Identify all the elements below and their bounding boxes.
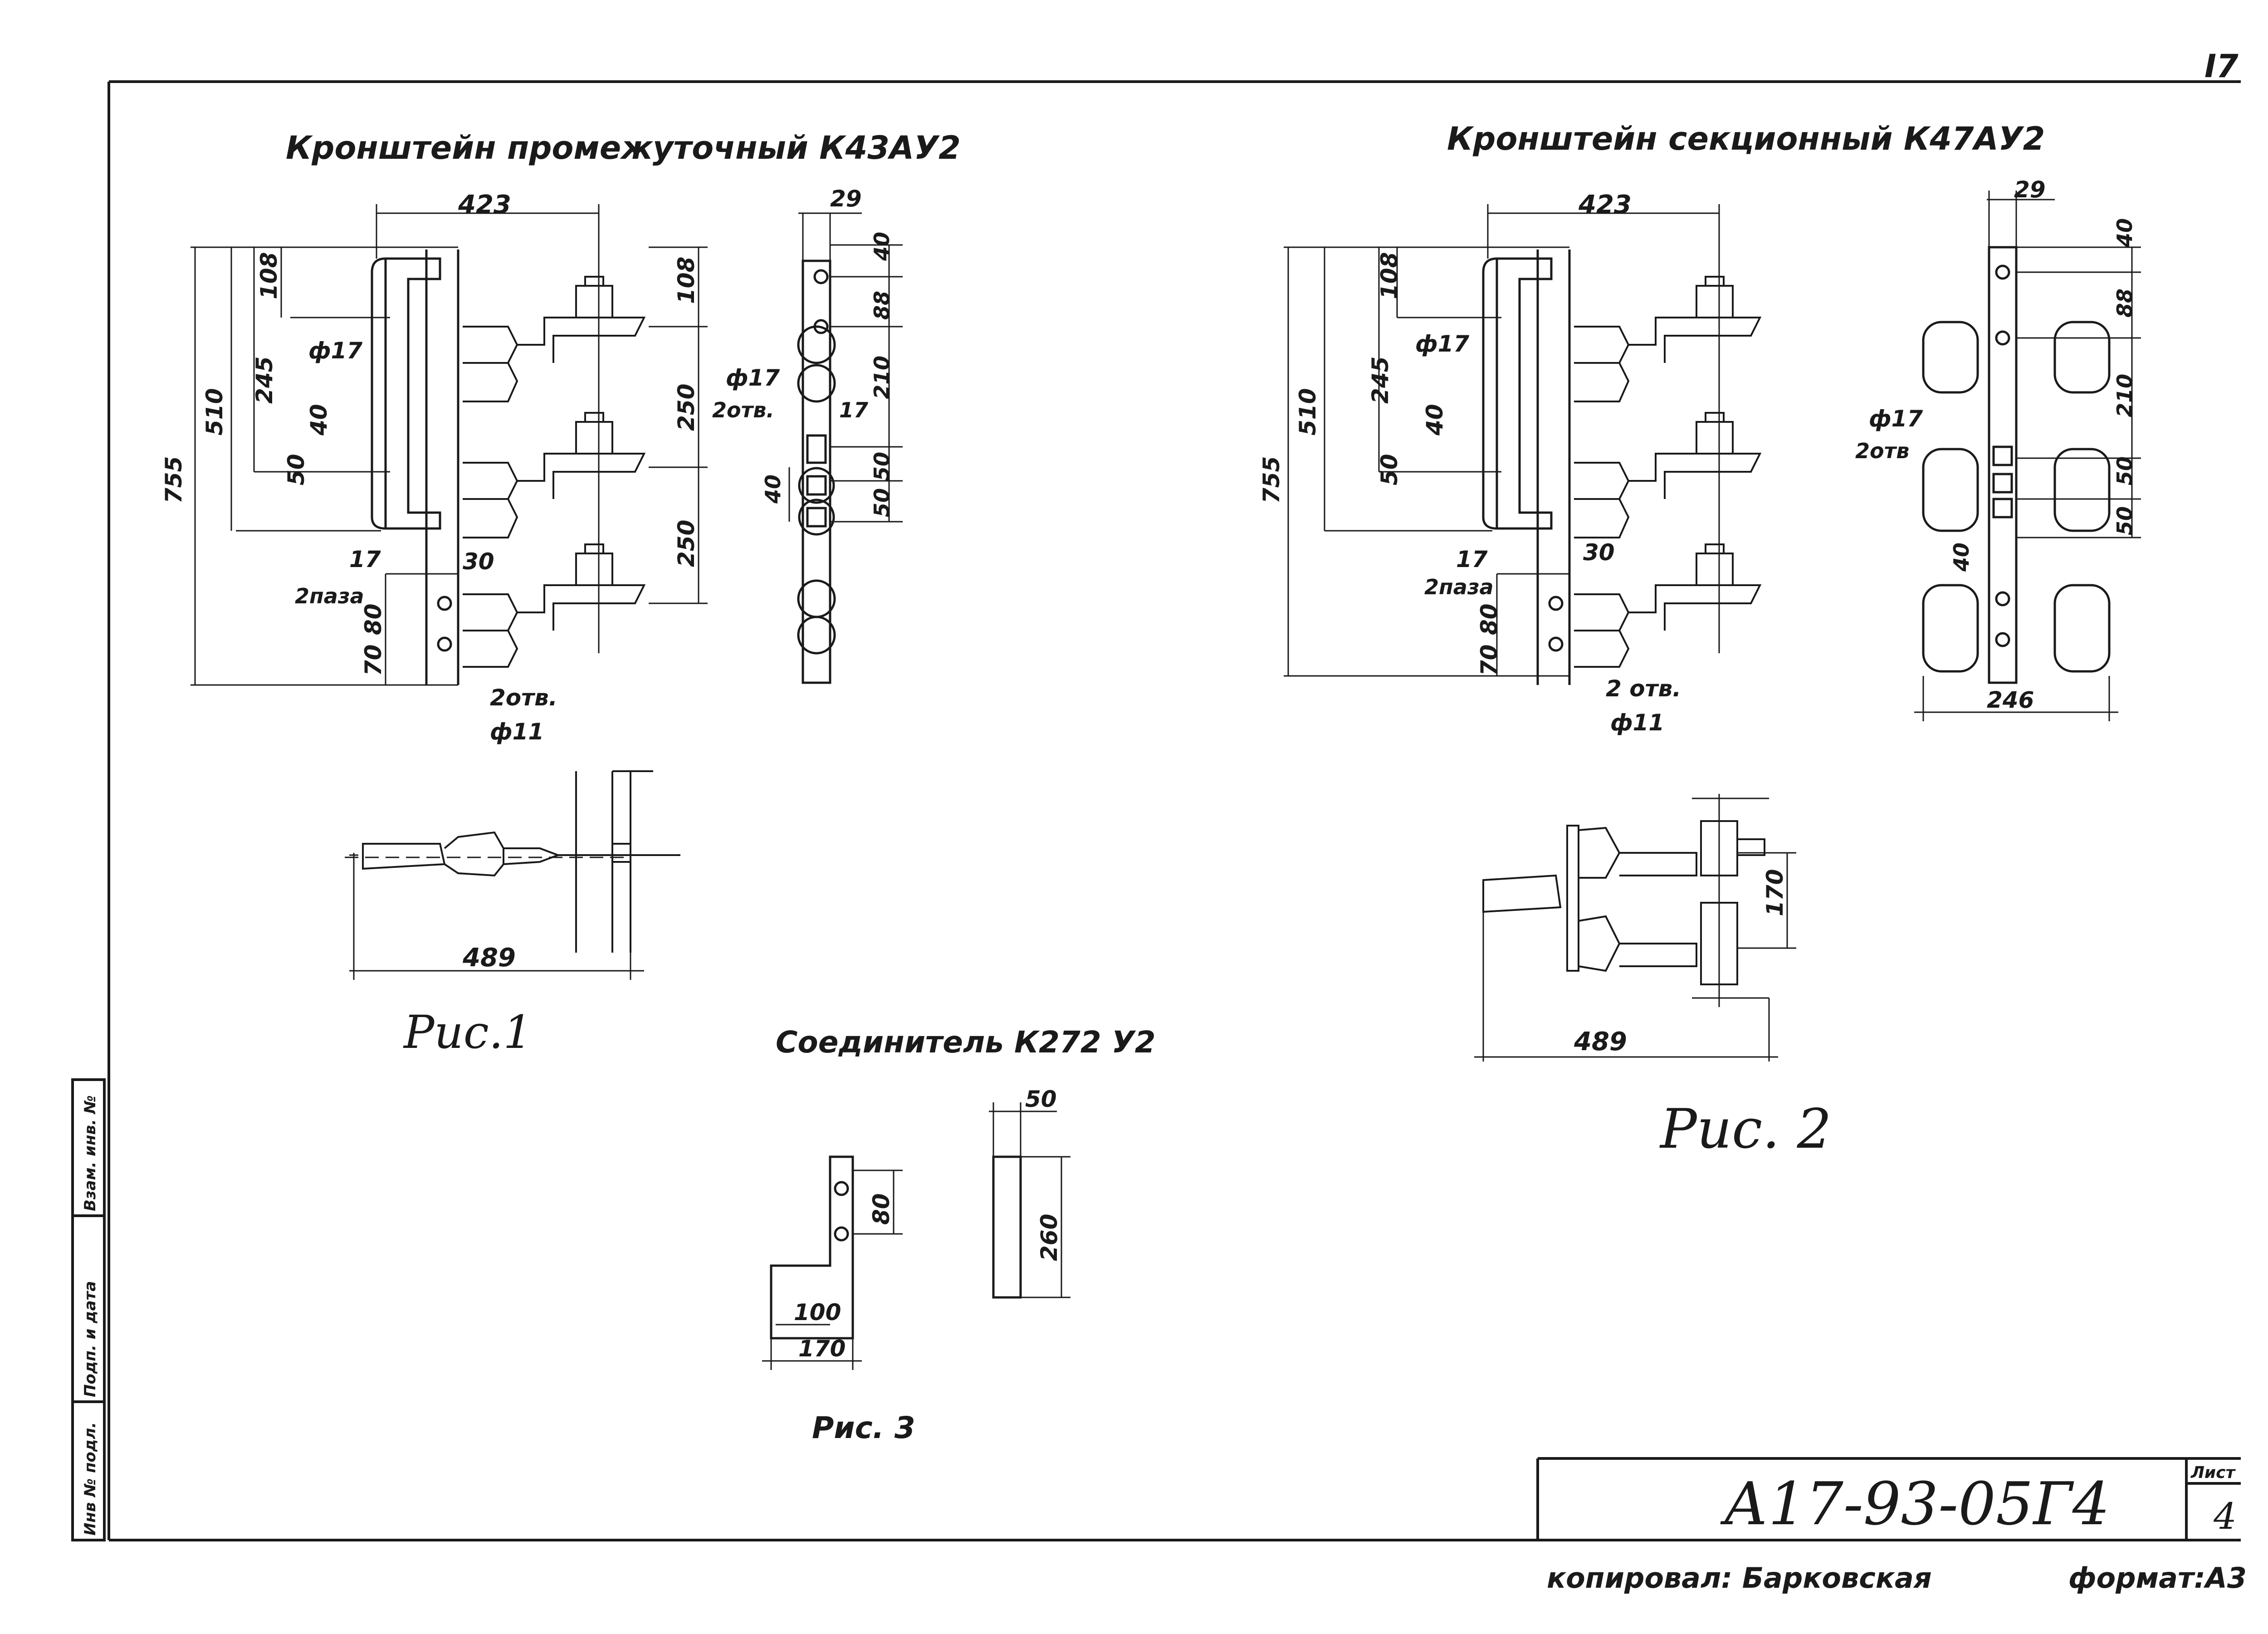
copied-by: копировал: Барковская xyxy=(1547,1561,1932,1595)
fig2-side-dim-40: 40 xyxy=(2112,218,2137,248)
fig1-dim-30: 30 xyxy=(463,548,494,575)
fig1-caption: Рис.1 xyxy=(403,1006,532,1059)
fig2-dim-phi11: ф11 xyxy=(1610,709,1664,736)
fig1-plan-view xyxy=(345,770,680,980)
fig1-bracket-side-view xyxy=(788,212,903,684)
fig3-dim-100: 100 xyxy=(794,1299,841,1326)
fig2-side-dim-40b: 40 xyxy=(1949,543,1974,572)
fig1-side-dim-40b: 40 xyxy=(761,475,785,504)
fig2-dim-17: 17 xyxy=(1456,546,1488,572)
fig1-side-dim-50b: 50 xyxy=(870,488,894,517)
fig1-bracket-front-view xyxy=(191,204,708,686)
fig1-side-phi17: ф17 xyxy=(726,365,780,391)
fig2-dim-108: 108 xyxy=(1376,252,1403,299)
fig1-dim-40: 40 xyxy=(306,404,332,436)
fig2-caption: Рис. 2 xyxy=(1659,1098,1832,1161)
fig1-dim-108: 108 xyxy=(256,252,282,299)
fig2-dim-29: 29 xyxy=(2014,176,2046,203)
fig1-side-dim-88: 88 xyxy=(870,291,894,320)
stamp-replaced-inv: Взам. инв. № xyxy=(81,1095,99,1211)
fig2-dim-423: 423 xyxy=(1578,190,1632,220)
fig1-dim-50: 50 xyxy=(283,454,309,485)
fig2-dim-245: 245 xyxy=(1367,357,1393,404)
fig2-plan-dim-489: 489 xyxy=(1574,1027,1627,1057)
fig2-dim-80: 80 xyxy=(1476,603,1502,635)
fig3-dim-170: 170 xyxy=(798,1336,846,1362)
fig2-dim-510: 510 xyxy=(1295,388,1321,435)
fig2-side-phi17: ф17 xyxy=(1869,406,1923,432)
fig2-dim-70: 70 xyxy=(1476,644,1502,676)
fig2-slot-note: 2паза xyxy=(1424,575,1494,599)
fig2-side-dim-210: 210 xyxy=(2112,374,2137,417)
fig3-dim-260: 260 xyxy=(1036,1214,1062,1261)
fig2-bracket-front-view xyxy=(1284,204,1762,685)
fig1-dim-phi17: ф17 xyxy=(308,338,362,364)
fig2-plan-view xyxy=(1474,794,1796,1062)
fig1-dim-245: 245 xyxy=(251,357,278,404)
fig2-dim-phi17: ф17 xyxy=(1415,331,1469,357)
fig1-side-dim-17: 17 xyxy=(839,398,868,422)
fig1-dim-510: 510 xyxy=(201,388,228,435)
fig2-dim-50: 50 xyxy=(1376,454,1403,485)
fig1-holes-note: 2отв. xyxy=(490,685,557,711)
fig2-dim-40: 40 xyxy=(1422,404,1448,436)
fig2-side-holes: 2отв xyxy=(1855,439,1909,463)
fig1-side-dim-50a: 50 xyxy=(870,452,894,481)
paper-format: формат:А3 xyxy=(2068,1561,2247,1595)
fig3-caption: Рис. 3 xyxy=(812,1410,915,1445)
fig1-side-holes: 2отв. xyxy=(712,398,774,422)
fig2-bracket-side-view xyxy=(1914,191,2141,721)
fig1-dim-108r: 108 xyxy=(673,257,699,304)
fig3-connector-drawing xyxy=(762,1102,1070,1370)
stamp-sign-date: Подп. и дата xyxy=(81,1281,99,1397)
fig1-dim-250b: 250 xyxy=(673,520,699,567)
fig3-dim-80: 80 xyxy=(868,1193,894,1225)
fig1-slot-note: 2паза xyxy=(295,584,364,608)
fig2-side-dim-50a: 50 xyxy=(2112,456,2137,485)
document-number: А17-93-05Г4 xyxy=(1720,1469,2110,1538)
fig1-dim-17: 17 xyxy=(349,546,381,572)
fig2-side-dim-246: 246 xyxy=(1987,687,2034,713)
fig2-side-dim-88: 88 xyxy=(2112,289,2137,318)
fig1-dim-423: 423 xyxy=(458,190,511,220)
fig1-dim-80: 80 xyxy=(360,603,386,635)
fig1-dim-phi11: ф11 xyxy=(490,719,544,745)
sheet-number: 4 xyxy=(2213,1495,2237,1537)
fig2-plan-dim-170: 170 xyxy=(1762,869,1788,916)
fig1-dim-70: 70 xyxy=(360,644,386,676)
fig2-dim-755: 755 xyxy=(1258,456,1285,504)
fig1-title: Кронштейн промежуточный К43АУ2 xyxy=(286,129,961,166)
fig2-title: Кронштейн секционный К47АУ2 xyxy=(1447,120,2045,157)
sheet-label: Лист xyxy=(2190,1463,2236,1482)
fig1-dim-755: 755 xyxy=(161,456,187,504)
fig2-holes-note: 2 отв. xyxy=(1606,675,1681,702)
fig3-dim-50: 50 xyxy=(1025,1086,1057,1112)
fig1-side-dim-210: 210 xyxy=(870,356,894,399)
fig2-dim-30: 30 xyxy=(1583,539,1615,566)
fig2-side-dim-50b: 50 xyxy=(2112,506,2137,535)
fig1-side-dim-40: 40 xyxy=(870,232,894,261)
corner-mark: I7 xyxy=(2204,48,2239,85)
fig3-title: Соединитель К272 У2 xyxy=(776,1025,1156,1060)
fig1-plan-dim-489: 489 xyxy=(462,943,516,973)
fig1-dim-29: 29 xyxy=(830,186,862,212)
fig1-dim-250a: 250 xyxy=(673,384,699,431)
stamp-original-inv: Инв № подл. xyxy=(81,1422,99,1536)
